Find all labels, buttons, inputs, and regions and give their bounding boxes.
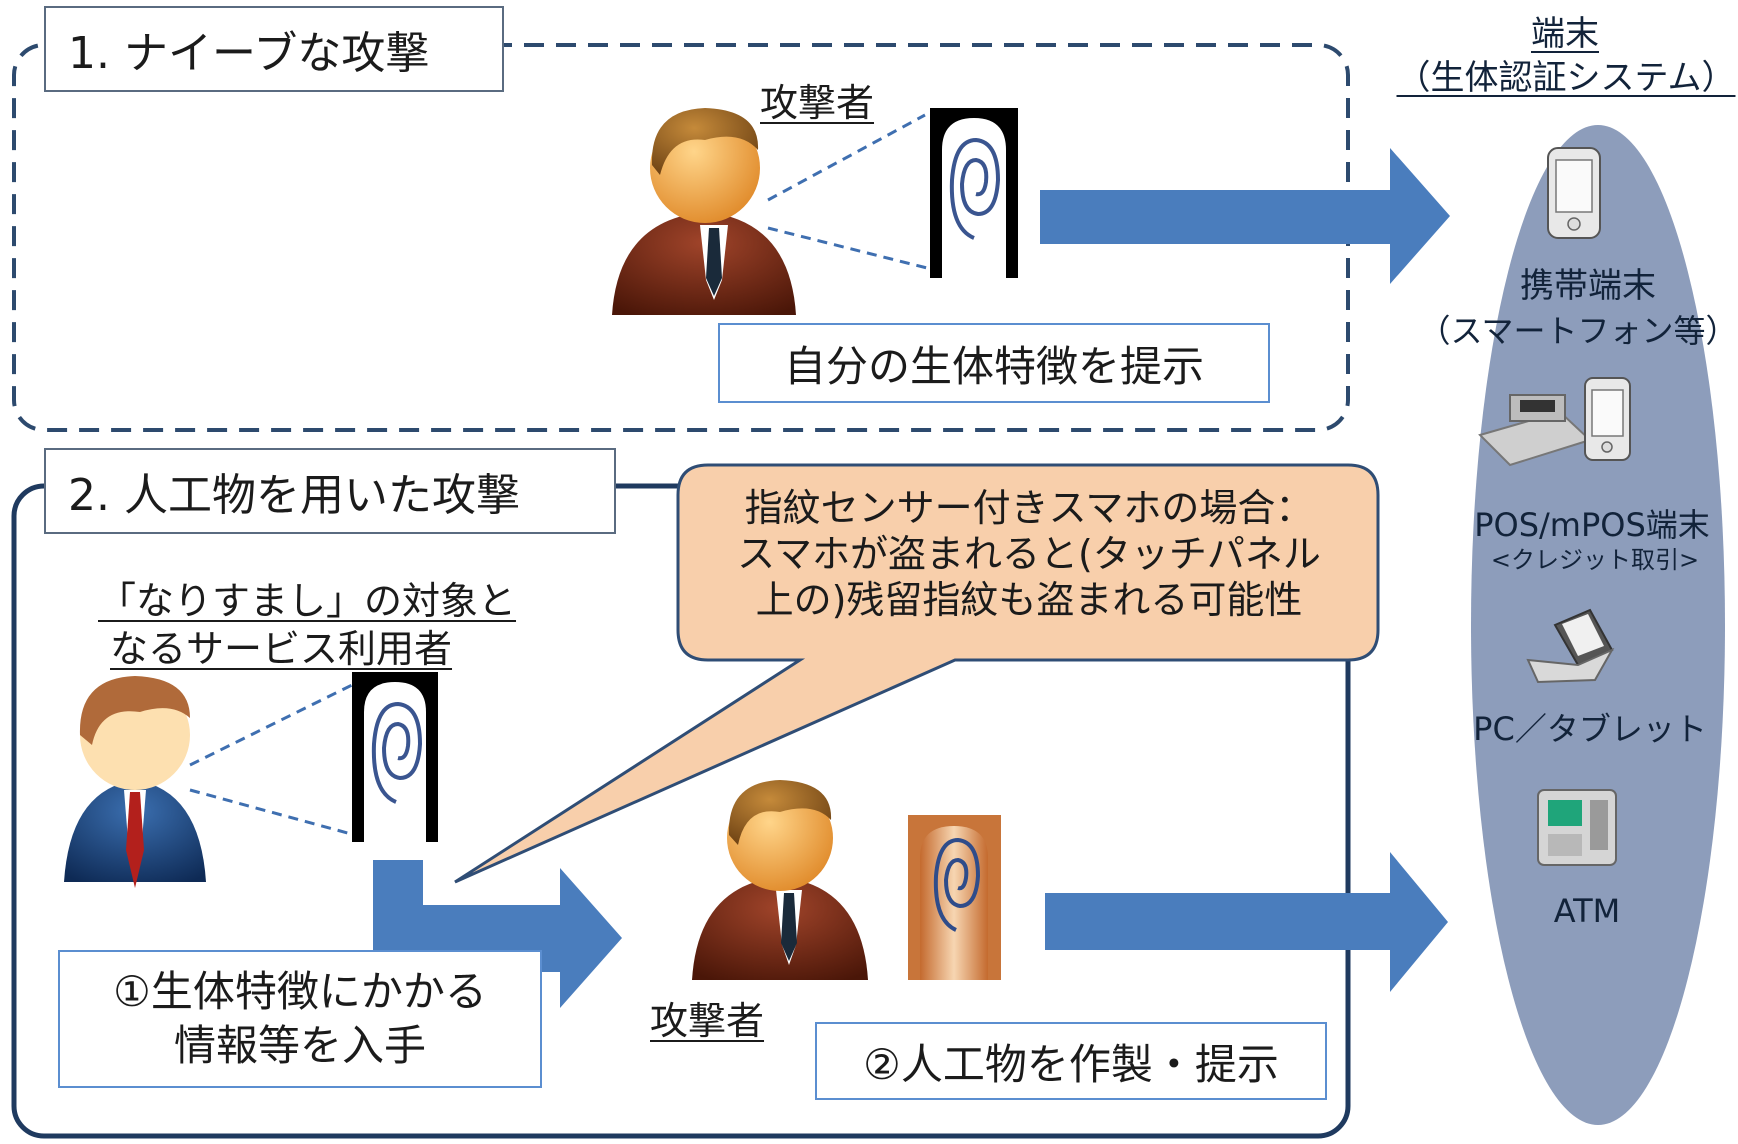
callout-line3: 上の)残留指紋も盗まれる可能性	[755, 578, 1303, 622]
sight-line	[189, 683, 353, 767]
attacker-label: 攻撃者	[650, 999, 765, 1043]
victim-label-line1: 「なりすまし」の対象と	[98, 579, 517, 623]
present-own-biometric-box: 自分の生体特徴を提示	[718, 323, 1270, 403]
arrow-present	[1040, 148, 1450, 284]
terminal-item-pos-sublabel: <クレジット取引>	[1490, 546, 1700, 574]
present-own-biometric-text: 自分の生体特徴を提示	[783, 341, 1204, 391]
section1-title: 1. ナイーブな攻撃	[44, 6, 504, 92]
victim-icon	[64, 676, 206, 888]
step1-line2: 情報等を入手	[173, 1021, 426, 1070]
pos-terminal-icon	[1478, 377, 1631, 467]
laptop-icon	[1526, 608, 1615, 684]
callout-line1: 指紋センサー付きスマホの場合：	[744, 486, 1314, 530]
fingerprint-icon	[930, 108, 1018, 278]
smartphone-icon	[1547, 147, 1601, 239]
terminal-item-atm-label: ATM	[1553, 892, 1621, 930]
sight-line	[189, 788, 356, 837]
terminal-item-pos-label: POS/mPOS端末	[1474, 506, 1710, 544]
victim-label-line2: なるサービス利用者	[110, 627, 453, 671]
artificial-finger-icon	[908, 815, 1001, 980]
obtain-biometric-box: ①生体特徴にかかる 情報等を入手	[58, 950, 542, 1088]
callout-text: 指紋センサー付きスマホの場合： スマホが盗まれると(タッチパネル 上の)残留指紋…	[690, 485, 1368, 623]
terminal-header-line2: （生体認証システム）	[1396, 58, 1736, 98]
create-artifact-text: ②人工物を作製・提示	[863, 1039, 1279, 1089]
attacker-icon	[612, 108, 796, 315]
terminal-header-line1: 端末	[1531, 14, 1599, 54]
section1-title-text: 1. ナイーブな攻撃	[68, 28, 430, 79]
create-artifact-box: ②人工物を作製・提示	[815, 1022, 1327, 1100]
arrow-present-artifact	[1045, 852, 1448, 992]
fingerprint-icon	[352, 672, 438, 842]
callout-line2: スマホが盗まれると(タッチパネル	[737, 532, 1321, 576]
section2-title: 2. 人工物を用いた攻撃	[44, 448, 616, 534]
terminal-item-pc-label: PC／タブレット	[1473, 710, 1707, 748]
atm-icon	[1537, 789, 1617, 866]
step1-line1: ①生体特徴にかかる	[113, 967, 487, 1016]
attacker-label: 攻撃者	[760, 81, 875, 125]
sight-line	[767, 226, 936, 272]
attacker-icon	[692, 780, 868, 980]
callout-bubble	[454, 463, 1380, 884]
terminal-item-mobile-label: 携帯端末	[1520, 266, 1656, 306]
section2-title-text: 2. 人工物を用いた攻撃	[68, 470, 520, 521]
terminal-item-mobile-sublabel: （スマートフォン等）	[1418, 312, 1738, 350]
sight-line	[767, 113, 926, 202]
